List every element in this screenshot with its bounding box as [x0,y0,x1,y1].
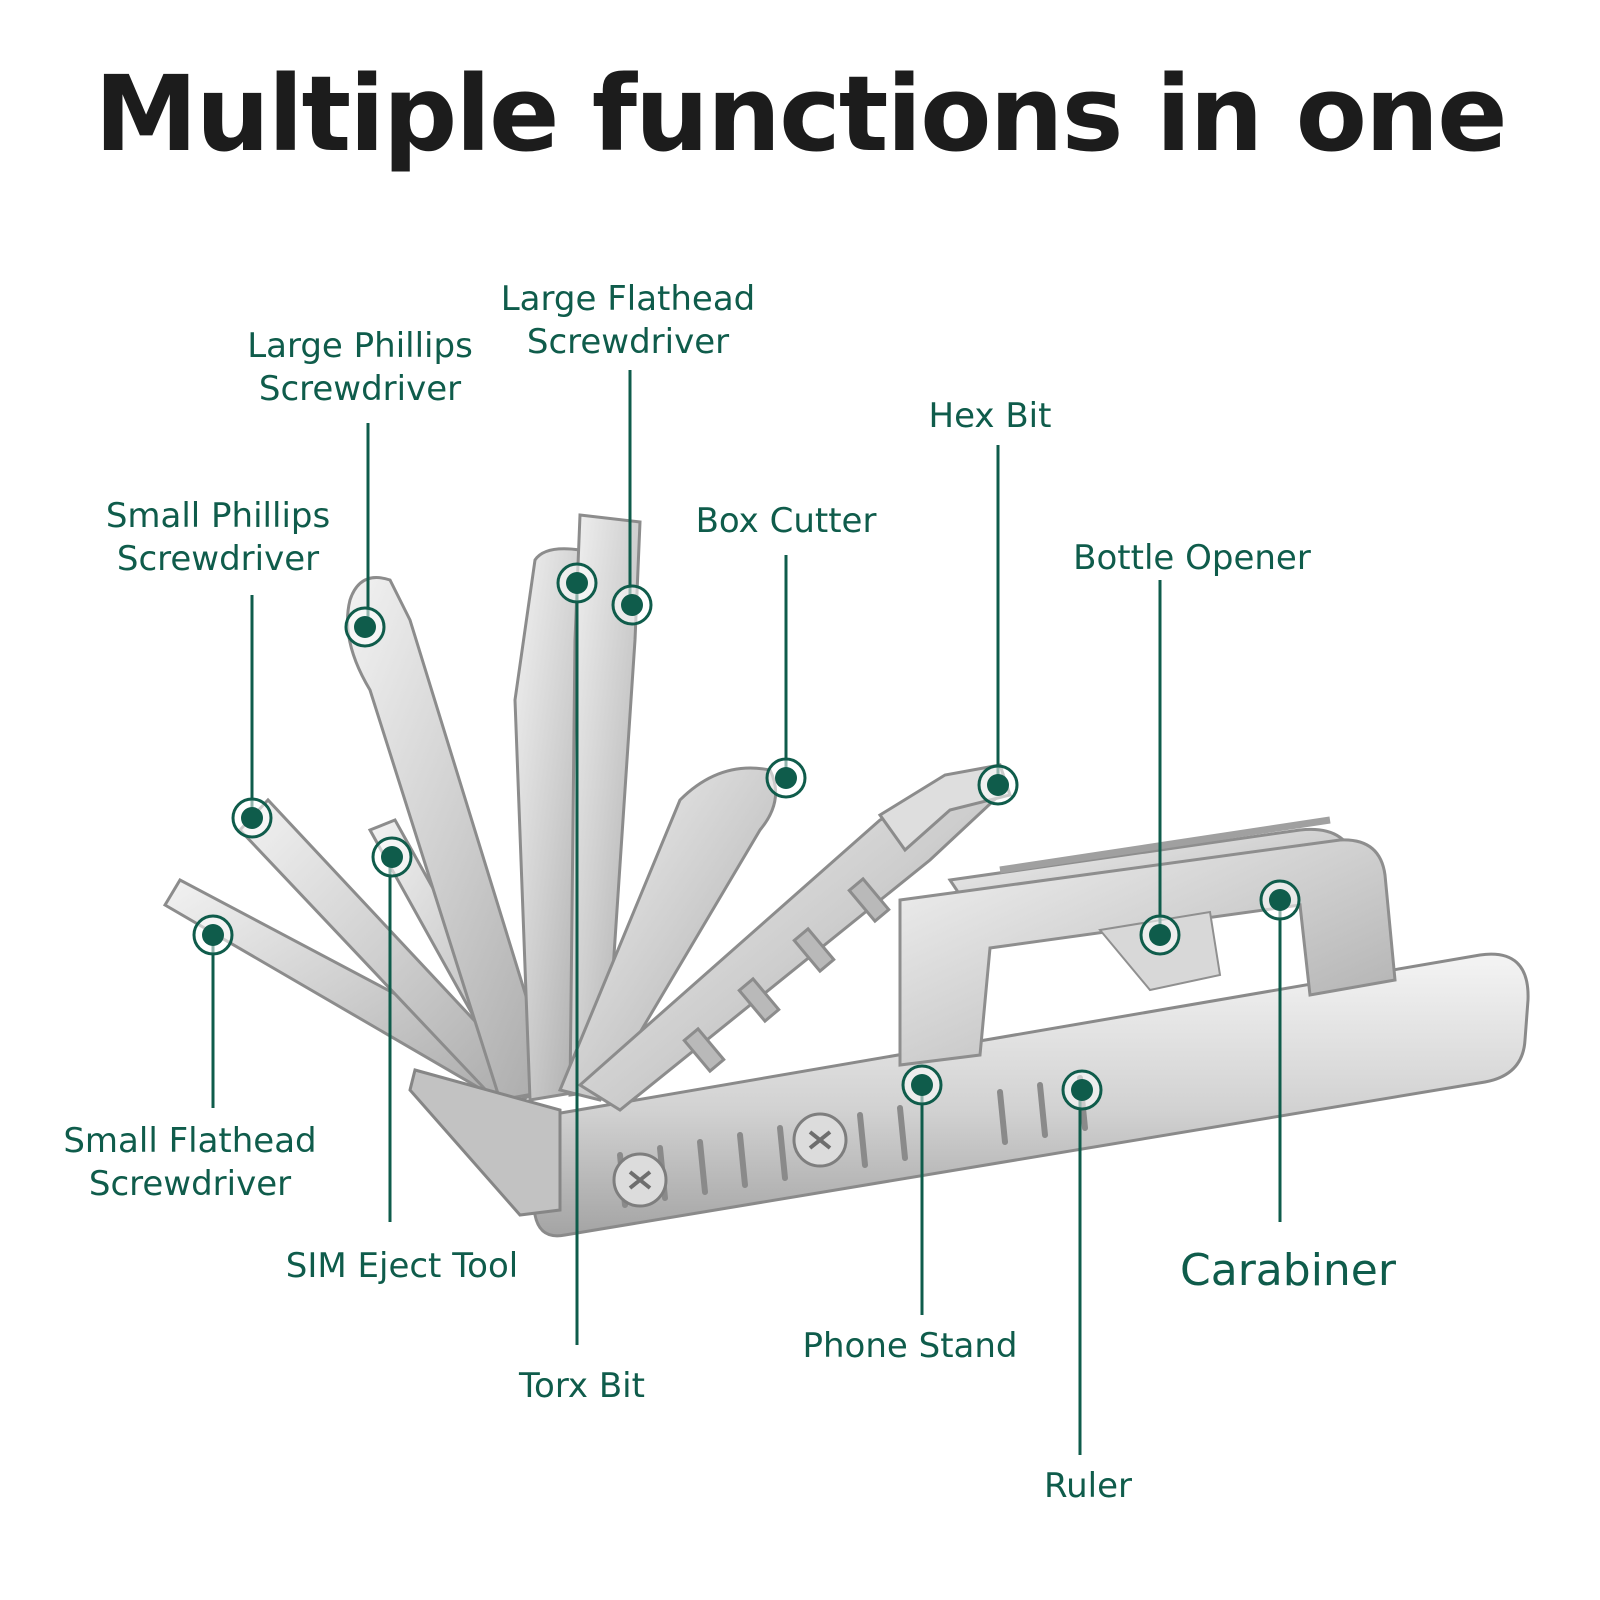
carabiner-label: Carabiner [1180,1245,1396,1297]
hex-bit-label: Hex Bit [929,395,1052,438]
page-title: Multiple functions in one [94,53,1507,175]
hex-bit-label-line: Hex Bit [928,396,1052,436]
small-phillips-label-line: Small Phillips [105,496,331,536]
large-flathead-marker-dot [621,594,643,616]
carabiner-gate [999,816,1331,874]
phone-stand-label: Phone Stand [802,1325,1017,1368]
bottle-opener-label-line: Bottle Opener [1073,538,1311,578]
ruler-label: Ruler [1044,1465,1132,1508]
torx-bit-label-line: Torx Bit [519,1366,645,1406]
small-phillips-marker-dot [241,807,263,829]
bottle-opener-marker-dot [1149,924,1171,946]
large-flathead-label-line: Screwdriver [526,322,730,362]
torx-bit-label: Torx Bit [519,1365,645,1408]
pivot-block [408,1068,562,1217]
phone-stand-marker-dot [911,1074,933,1096]
large-phillips-label-line: Large Phillips [247,326,473,366]
handle-screw-icon [792,1112,848,1168]
small-flathead-label-line: Screwdriver [88,1164,292,1204]
ruler-marker-dot [1071,1079,1093,1101]
box-cutter-label: Box Cutter [696,500,877,543]
box-cutter-label-line: Box Cutter [695,501,877,541]
carabiner-label-line: Carabiner [1180,1245,1396,1296]
handle-screw-icon [612,1152,668,1208]
sim-eject-marker-dot [381,846,403,868]
box-cutter-marker-dot [775,767,797,789]
large-flathead-label-line: Large Flathead [500,279,756,319]
bottle-opener-label: Bottle Opener [1073,537,1311,580]
sim-eject-label-line: SIM Eject Tool [285,1246,519,1286]
sim-eject-label: SIM Eject Tool [286,1245,518,1288]
callout-leaders [192,370,1301,1455]
phone-stand-label-line: Phone Stand [802,1326,1018,1366]
hex-bit-marker-dot [987,774,1009,796]
small-flathead-label-line: Small Flathead [63,1121,317,1161]
tool-blades [162,513,1012,1112]
torx-bit-marker-dot [566,572,588,594]
ruler-label-line: Ruler [1044,1466,1132,1506]
small-phillips-label-line: Screwdriver [116,539,320,579]
handle-main [518,952,1530,1238]
small-flathead-marker-dot [202,924,224,946]
large-phillips-label-line: Screwdriver [258,369,462,409]
carabiner-marker-dot [1269,889,1291,911]
large-phillips-marker-dot [354,616,376,638]
